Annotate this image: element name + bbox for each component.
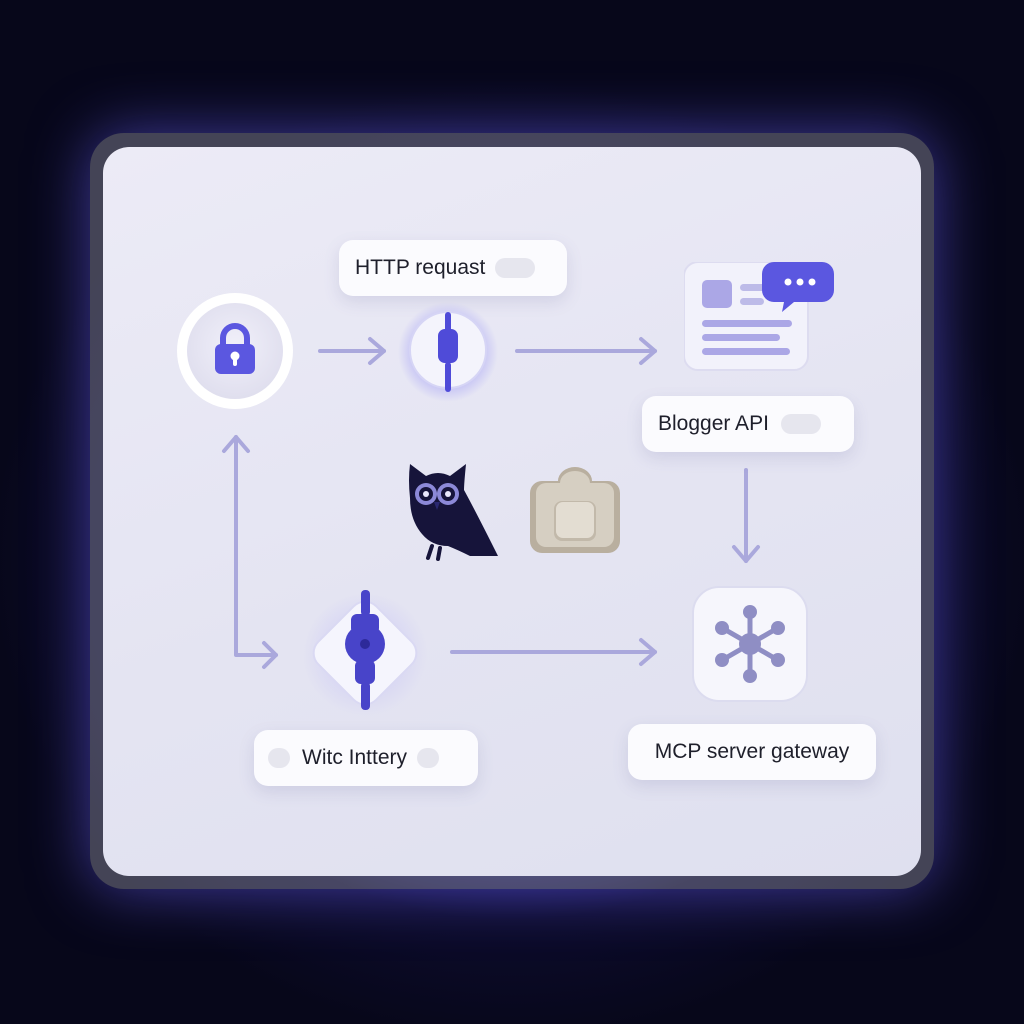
wite-intery-toggle-right[interactable] xyxy=(417,748,440,768)
cable-connector-icon xyxy=(345,590,385,710)
blogger-api-label-text: Blogger API xyxy=(658,412,769,435)
wite-intery-label: Witc Inttery xyxy=(254,730,478,786)
hub-network-icon xyxy=(715,605,785,683)
owl-mascot xyxy=(404,460,502,564)
http-request-toggle[interactable] xyxy=(495,258,536,278)
owl-icon xyxy=(409,464,498,561)
wite-intery-toggle-left[interactable] xyxy=(268,748,290,768)
blogger-api-toggle[interactable] xyxy=(780,414,821,434)
arrow-http-to-blogger xyxy=(515,337,657,365)
http-request-label-text: HTTP requast xyxy=(355,256,486,279)
arrow-loop-to-auth xyxy=(222,435,278,669)
puzzle-piece-icon xyxy=(530,467,620,553)
blogger-node[interactable] xyxy=(683,261,836,374)
gateway-node[interactable] xyxy=(692,586,808,702)
mcp-gateway-label: MCP server gateway xyxy=(628,724,876,780)
plug-icon xyxy=(438,312,458,392)
mcp-gateway-label-text: MCP server gateway xyxy=(654,740,850,763)
auth-node[interactable] xyxy=(176,292,294,410)
http-plug-node[interactable] xyxy=(398,302,498,402)
document-chat-icon xyxy=(702,262,834,355)
connector-node[interactable] xyxy=(302,588,428,716)
http-request-label: HTTP requast xyxy=(339,240,567,296)
arrow-blogger-to-gateway xyxy=(732,468,760,563)
extension-node[interactable] xyxy=(528,467,622,557)
arrow-connector-to-gateway xyxy=(450,638,657,666)
blogger-api-label: Blogger API xyxy=(642,396,854,452)
lock-icon xyxy=(215,323,255,374)
wite-intery-label-text: Witc Inttery xyxy=(302,746,408,769)
arrow-auth-to-http xyxy=(318,337,386,365)
